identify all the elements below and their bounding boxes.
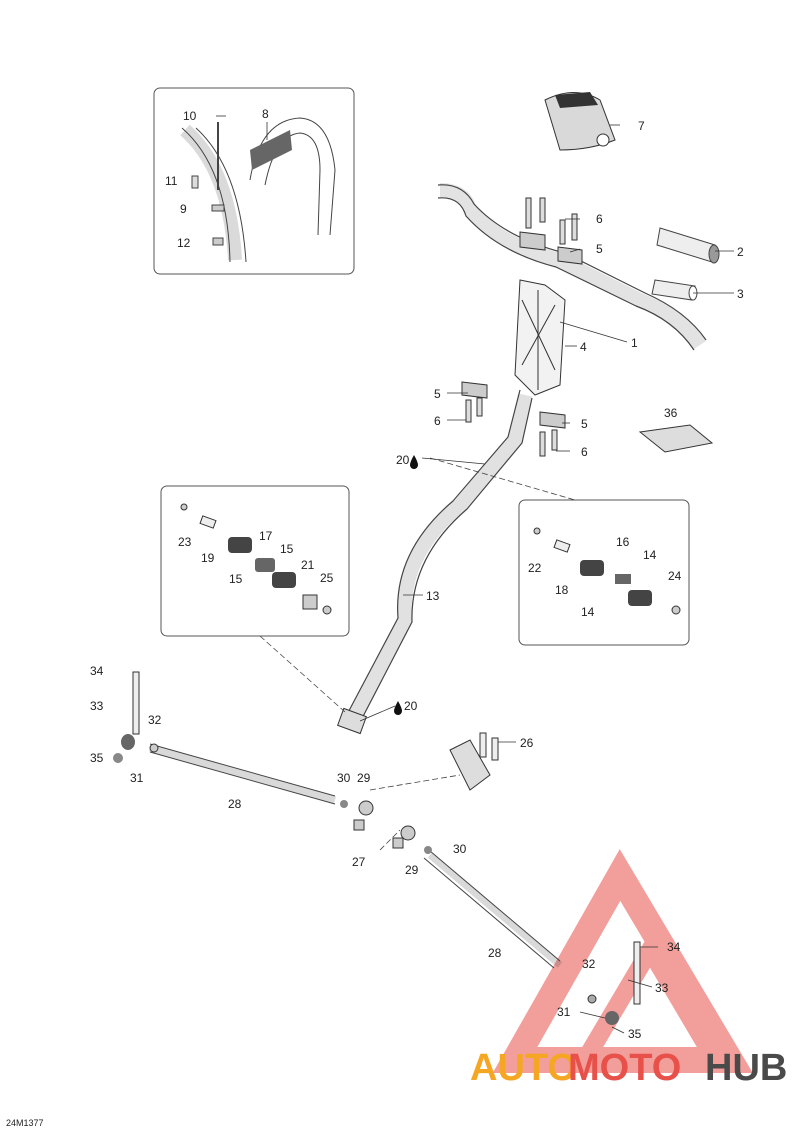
callout-17: 17 (259, 529, 273, 543)
part-13-steering-column (337, 389, 533, 735)
callout-28b: 28 (488, 946, 502, 960)
callout-31a: 31 (130, 771, 144, 785)
upper-clamps-bolts (519, 197, 583, 265)
callout-labels: 10 8 11 9 12 7 6 5 2 3 1 4 5 6 5 6 36 20… (90, 107, 744, 1041)
watermark-part1: AUTO (470, 1047, 577, 1089)
callout-10: 10 (183, 109, 197, 123)
part-3-grip (651, 279, 698, 301)
callout-36: 36 (664, 406, 678, 420)
callout-34b: 34 (667, 940, 681, 954)
leader-lines (259, 457, 576, 851)
inset-handle-grip (153, 87, 355, 275)
part-2-grip (656, 227, 720, 264)
part-28-tie-rod-upper (113, 671, 374, 816)
watermark-text: AUTO MOTO HUB (470, 1047, 787, 1089)
callout-31b: 31 (557, 1005, 571, 1019)
callout-24: 24 (668, 569, 682, 583)
callout-13: 13 (426, 589, 440, 603)
callout-32b: 32 (582, 957, 596, 971)
callout-27: 27 (352, 855, 366, 869)
callout-33b: 33 (655, 981, 669, 995)
callout-26: 26 (520, 736, 534, 750)
callout-33a: 33 (90, 699, 104, 713)
callout-30b: 30 (453, 842, 467, 856)
callout-15b: 15 (229, 572, 243, 586)
callout-14a: 14 (643, 548, 657, 562)
callout-12: 12 (177, 236, 191, 250)
part-4-riser (514, 279, 566, 396)
callout-7: 7 (638, 119, 645, 133)
watermark-part3: HUB (705, 1047, 787, 1089)
callout-2: 2 (737, 245, 744, 259)
callout-6c: 6 (581, 445, 588, 459)
callout-5a: 5 (596, 242, 603, 256)
callout-20a: 20 (396, 453, 410, 467)
callout-1: 1 (631, 336, 638, 350)
callout-11: 11 (165, 174, 178, 188)
callout-5b: 5 (434, 387, 441, 401)
callout-34a: 34 (90, 664, 104, 678)
lower-clamps-bolts (461, 381, 566, 457)
lubricant-drop-icon (394, 455, 418, 715)
callout-leaders (216, 115, 734, 1034)
callout-21: 21 (301, 558, 315, 572)
callout-30a: 30 (337, 771, 351, 785)
callout-4: 4 (580, 340, 587, 354)
callout-28a: 28 (228, 797, 242, 811)
callout-35a: 35 (90, 751, 104, 765)
callout-32a: 32 (148, 713, 162, 727)
watermark-part2: MOTO (568, 1047, 681, 1089)
callout-19: 19 (201, 551, 215, 565)
part-26-bracket (449, 732, 499, 791)
inset-right-bushing (518, 499, 690, 646)
callout-18: 18 (555, 583, 569, 597)
callout-5c: 5 (581, 417, 588, 431)
watermark-logo (492, 849, 753, 1073)
callout-15a: 15 (280, 542, 294, 556)
callout-8: 8 (262, 107, 269, 121)
callout-6a: 6 (596, 212, 603, 226)
part-36-plate (638, 424, 714, 453)
callout-20b: 20 (404, 699, 418, 713)
part-28-tie-rod-lower (353, 819, 641, 1025)
callout-22: 22 (528, 561, 542, 575)
part-7-cover (544, 92, 616, 151)
callout-29b: 29 (405, 863, 419, 877)
callout-16: 16 (616, 535, 630, 549)
callout-6b: 6 (434, 414, 441, 428)
callout-23: 23 (178, 535, 192, 549)
callout-3: 3 (737, 287, 744, 301)
callout-35b: 35 (628, 1027, 642, 1041)
callout-25: 25 (320, 571, 334, 585)
callout-14b: 14 (581, 605, 595, 619)
diagram-code: 24M1377 (6, 1118, 44, 1128)
callout-29a: 29 (357, 771, 371, 785)
callout-9: 9 (180, 202, 187, 216)
inset-left-bushing (160, 485, 350, 637)
